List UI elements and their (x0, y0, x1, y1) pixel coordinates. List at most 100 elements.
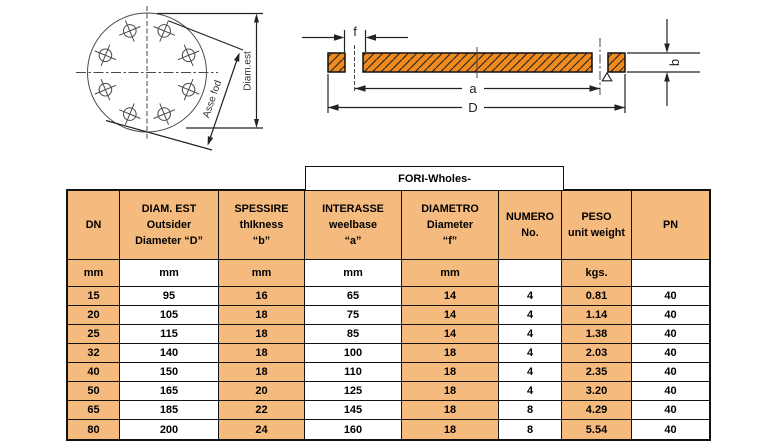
dimension-f: f (302, 24, 408, 52)
table-cell: 18 (402, 420, 499, 439)
table-cell: 22 (219, 401, 305, 420)
table-cell: 24 (219, 420, 305, 439)
outer-diameter-label: Diam.est (243, 51, 254, 91)
table-cell: 18 (402, 401, 499, 420)
table-cell: 200 (120, 420, 219, 439)
column-header-wheelbase: INTERASSE weelbase “a” (305, 191, 402, 260)
table-cell: 18 (219, 306, 305, 325)
table-cell: 40 (68, 363, 120, 382)
table-cell: 40 (632, 325, 709, 344)
table-cell: 165 (120, 382, 219, 401)
header-line: PESO (581, 210, 612, 223)
header-line: “f” (442, 235, 458, 248)
table-cell: 185 (120, 401, 219, 420)
column-header-outside-diameter: DIAM. EST Outsider Diameter “D” (120, 191, 219, 260)
column-header-thickness: SPESSIRE thIkness “b” (219, 191, 305, 260)
table-cell: 8 (499, 401, 562, 420)
table-cell: 125 (305, 382, 402, 401)
header-line: NUMERO (506, 210, 554, 223)
datum-triangle-icon (601, 71, 613, 82)
table-cell: 65 (68, 401, 120, 420)
outer-diameter-dimension: Diam.est (157, 12, 263, 129)
table-cell: 80 (68, 420, 120, 439)
header-line: DN (85, 218, 102, 231)
table-cell: 85 (305, 325, 402, 344)
header-line: “b” (252, 235, 271, 248)
table-cell: 65 (305, 287, 402, 306)
table-cell: 2.03 (562, 344, 632, 363)
table-cell: 1.14 (562, 306, 632, 325)
header-line: INTERASSE (322, 202, 384, 215)
table-cell: 145 (305, 401, 402, 420)
table-cell: 140 (120, 344, 219, 363)
table-cell: 40 (632, 382, 709, 401)
dimension-b: b (627, 19, 700, 106)
header-line: Outsider (146, 218, 192, 231)
table-cell: 40 (632, 420, 709, 439)
table-cell: 3.20 (562, 382, 632, 401)
header-line: SPESSIRE (234, 202, 289, 215)
header-line: unit weight (568, 227, 625, 239)
table-cell: 40 (632, 401, 709, 420)
column-header-hole-diameter: DIAMETRO Diameter “f” (402, 191, 499, 260)
unit-cell (632, 260, 709, 287)
dim-a-label: a (469, 81, 477, 96)
header-line: Diameter (426, 218, 474, 231)
unit-cell: mm (219, 260, 305, 287)
table-cell: 0.81 (562, 287, 632, 306)
table-cell: 40 (632, 306, 709, 325)
unit-cell (499, 260, 562, 287)
table-cell: 150 (120, 363, 219, 382)
table-cell: 8 (499, 420, 562, 439)
table-cell: 18 (402, 344, 499, 363)
dim-b-label: b (667, 59, 682, 66)
dimension-a: a (355, 81, 600, 96)
table-cell: 40 (632, 363, 709, 382)
table-cell: 40 (632, 287, 709, 306)
header-line: “a” (344, 235, 362, 248)
table-cell: 25 (68, 325, 120, 344)
header-line: weelbase (328, 218, 378, 231)
table-cell: 105 (120, 306, 219, 325)
bolt-axis-label: Asse fod (201, 79, 224, 119)
holes-group-header: FORI-Wholes- (305, 166, 564, 190)
header-line: DIAMETRO (421, 202, 479, 215)
column-header-pn: PN (632, 191, 709, 260)
table-cell: 75 (305, 306, 402, 325)
table-cell: 14 (402, 287, 499, 306)
table-cell: 18 (402, 363, 499, 382)
column-header-unit-weight: PESO unit weight (562, 191, 632, 260)
table-cell: 4 (499, 382, 562, 401)
table-cell: 14 (402, 306, 499, 325)
header-line: thIkness (239, 218, 284, 231)
section-view-diagram: f a D b (302, 19, 700, 115)
table-cell: 40 (632, 344, 709, 363)
unit-cell: mm (305, 260, 402, 287)
dim-D-label: D (468, 100, 477, 115)
dimension-D: D (327, 74, 626, 115)
spec-table-grid: DN DIAM. EST Outsider Diameter “D” SPESS… (66, 189, 711, 441)
bolt-circle-dimension: Asse fod (105, 20, 244, 151)
header-line: No. (521, 227, 539, 239)
unit-cell: mm (402, 260, 499, 287)
table-cell: 115 (120, 325, 219, 344)
table-cell: 18 (219, 344, 305, 363)
table-cell: 160 (305, 420, 402, 439)
table-cell: 15 (68, 287, 120, 306)
table-cell: 16 (219, 287, 305, 306)
table-cell: 2.35 (562, 363, 632, 382)
header-line: PN (663, 218, 678, 231)
table-cell: 18 (402, 382, 499, 401)
table-cell: 20 (219, 382, 305, 401)
table-cell: 100 (305, 344, 402, 363)
unit-cell: mm (68, 260, 120, 287)
unit-cell: kgs. (562, 260, 632, 287)
header-line: Diameter “D” (135, 235, 203, 248)
table-cell: 95 (120, 287, 219, 306)
table-cell: 20 (68, 306, 120, 325)
dim-f-label: f (353, 24, 357, 39)
table-cell: 4 (499, 325, 562, 344)
table-cell: 110 (305, 363, 402, 382)
table-cell: 4 (499, 344, 562, 363)
